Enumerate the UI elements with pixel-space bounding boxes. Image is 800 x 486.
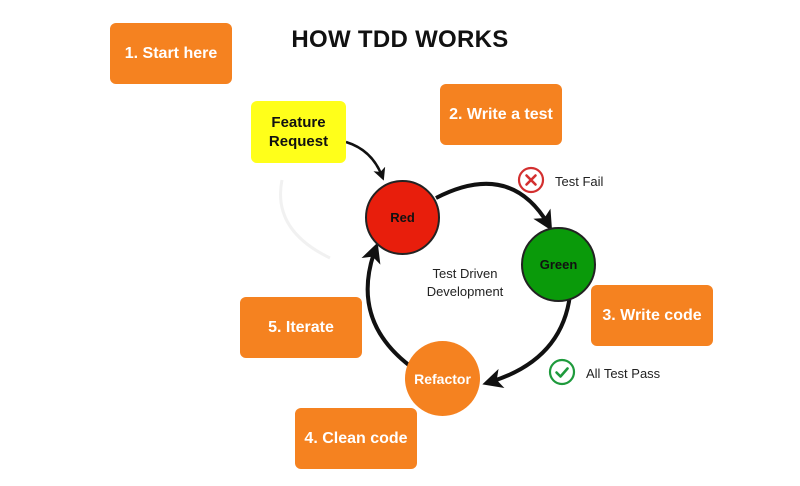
green-node: Green [521, 227, 596, 302]
faint-arc [279, 179, 331, 260]
step-write-test: 2. Write a test [440, 84, 562, 145]
arrow-green-to-refactor [482, 294, 572, 389]
arrow-red-to-green [435, 182, 553, 231]
refactor-node: Refactor [405, 341, 480, 416]
step-start-here: 1. Start here [110, 23, 232, 84]
page-title: HOW TDD WORKS [291, 26, 509, 53]
status-test-fail: Test Fail [517, 166, 603, 197]
step-write-code: 3. Write code [591, 285, 713, 346]
step-clean-code: 4. Clean code [295, 408, 417, 469]
feature-request-box: Feature Request [251, 101, 346, 163]
pass-check-icon [548, 358, 576, 389]
step-iterate: 5. Iterate [240, 297, 362, 358]
arrow-feature-to-red [345, 140, 386, 181]
center-label: Test Driven Development [426, 266, 504, 299]
red-node: Red [365, 180, 440, 255]
status-pass-label: All Test Pass [586, 366, 661, 381]
fail-x-icon [517, 166, 545, 197]
status-all-pass: All Test Pass [548, 358, 660, 389]
arrow-refactor-to-red [361, 242, 412, 368]
status-fail-label: Test Fail [555, 174, 604, 189]
